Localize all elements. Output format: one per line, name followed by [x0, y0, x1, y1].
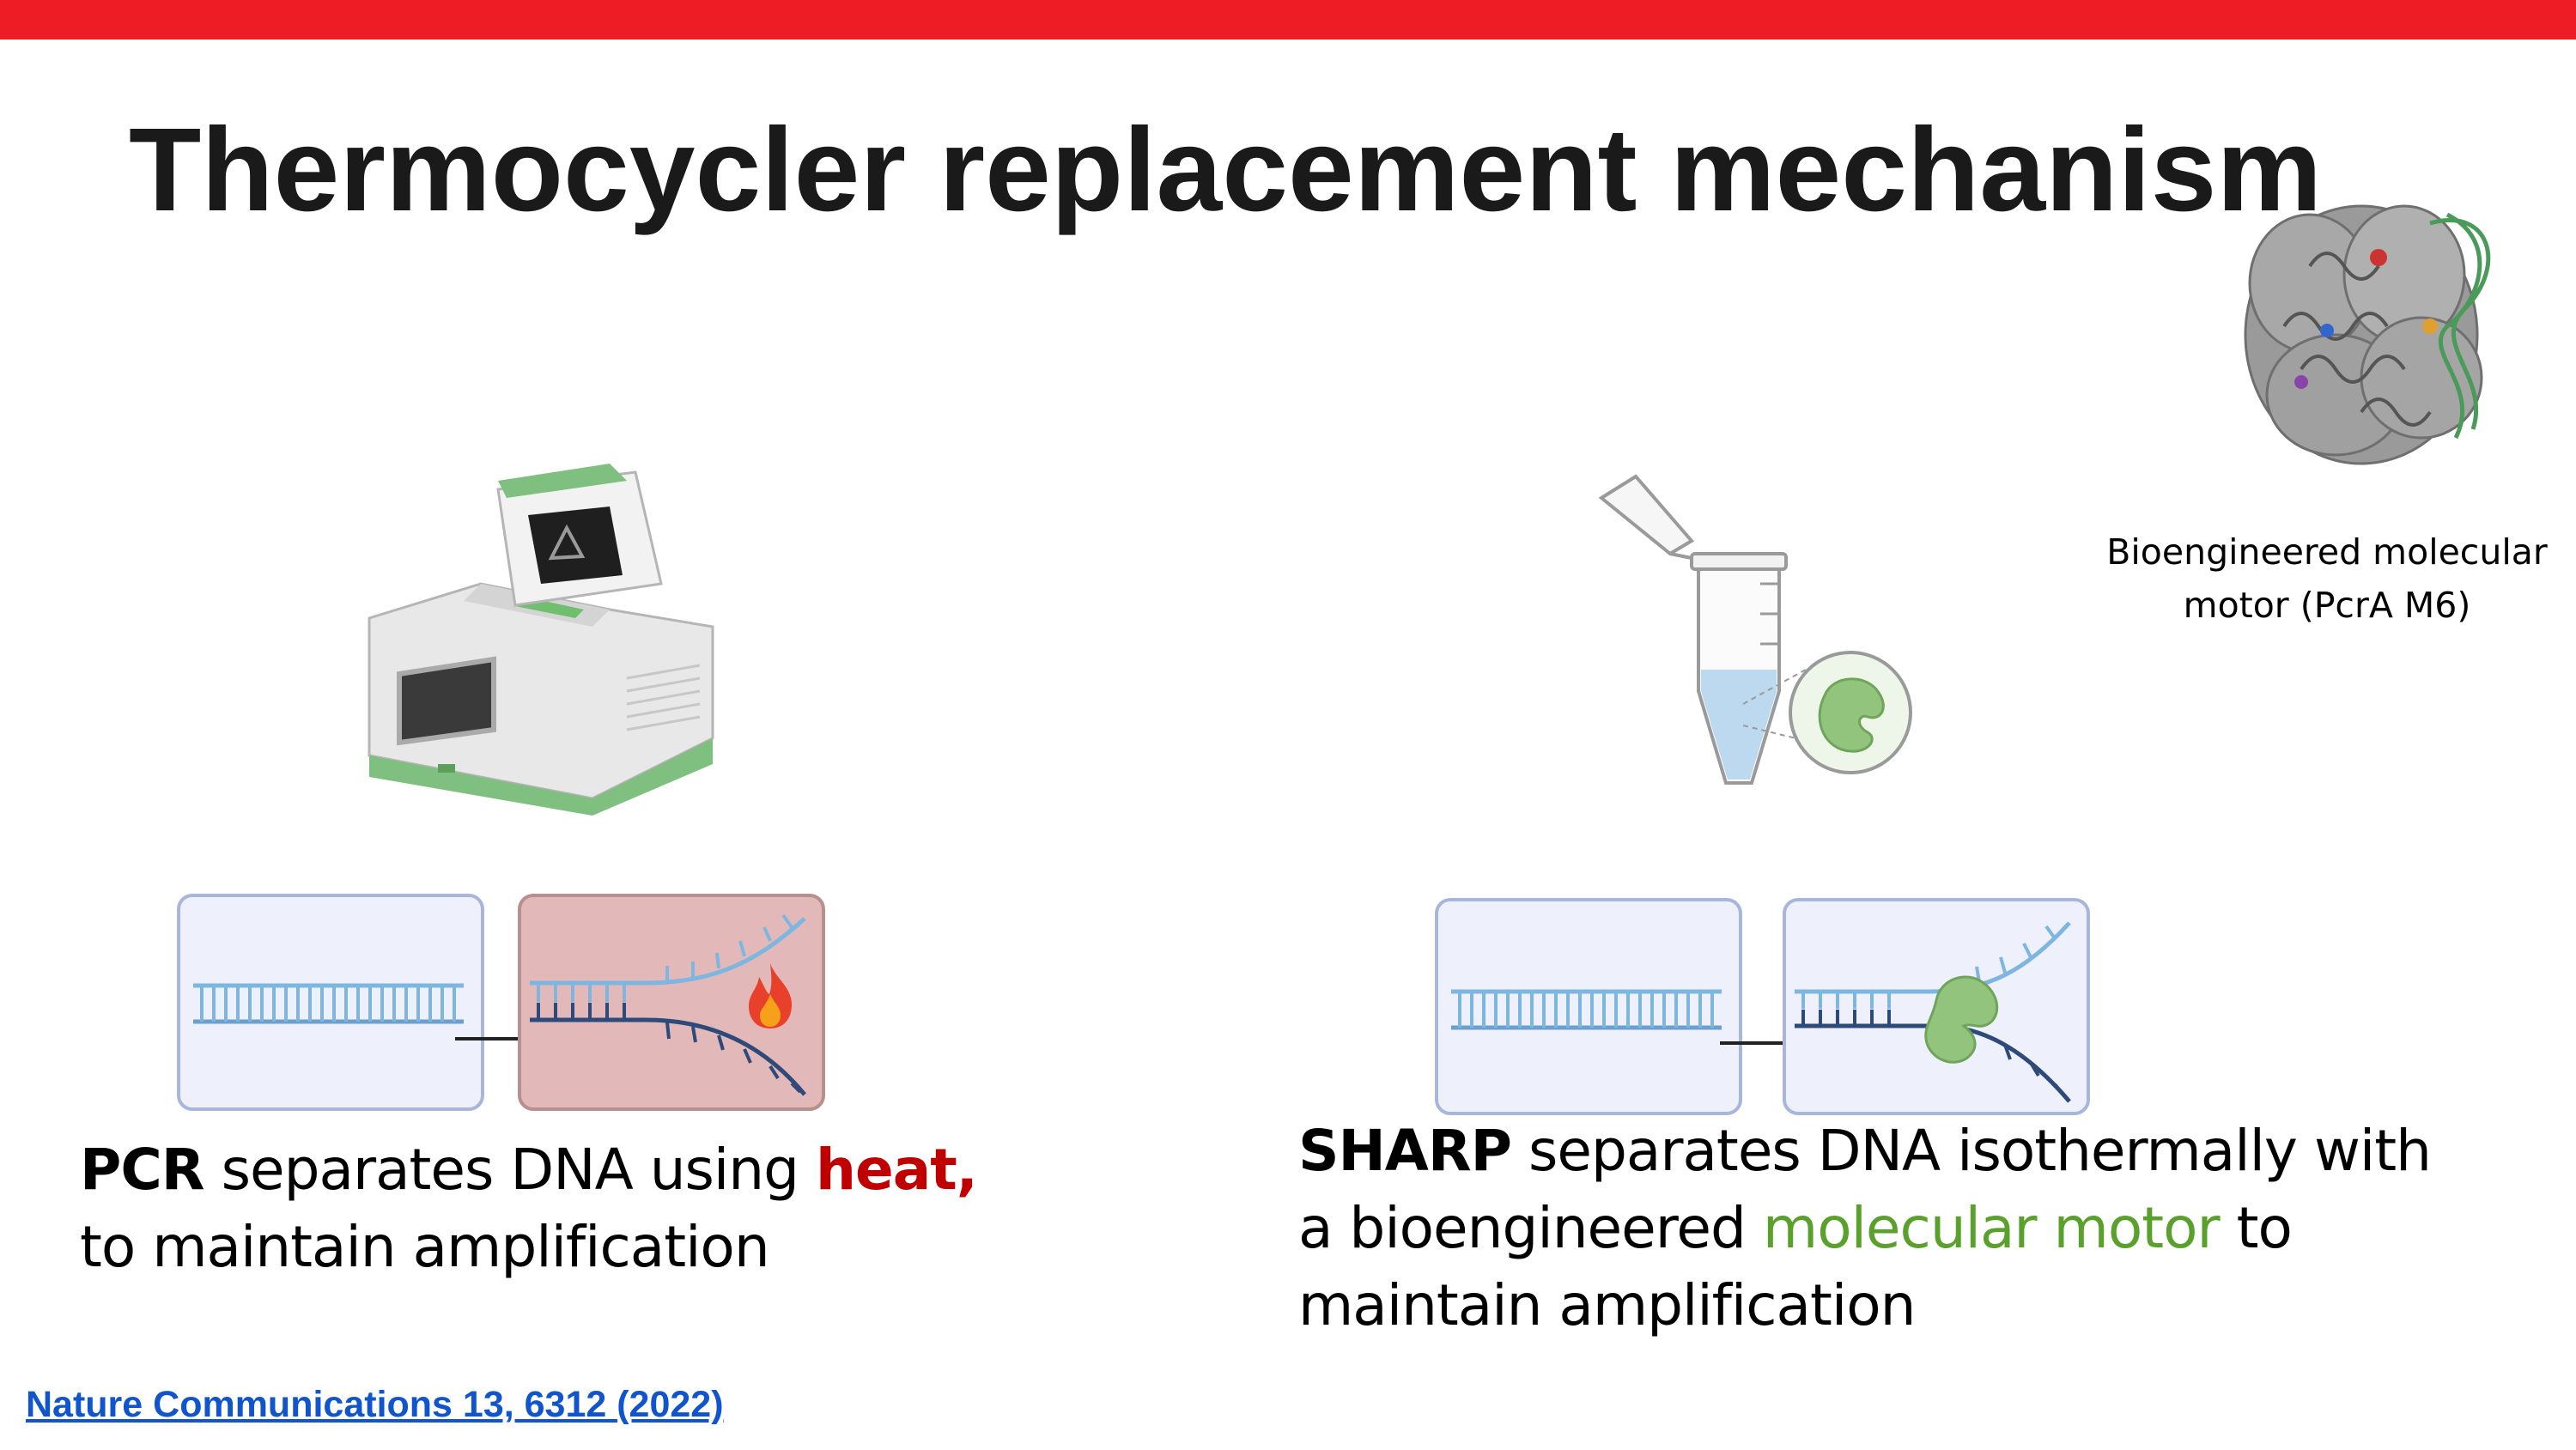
motor-label-line1: Bioengineered molecular — [2106, 531, 2548, 573]
motor-label-line2: motor (PcrA M6) — [2183, 585, 2471, 626]
top-accent-bar — [0, 0, 2576, 39]
sharp-caption-line2: a bioengineered molecular motor to — [1298, 1190, 2569, 1267]
slide-title: Thermocycler replacement mechanism — [129, 104, 2323, 236]
sharp-keyword: SHARP — [1298, 1118, 1512, 1184]
sharp-caption-line3: maintain amplification — [1298, 1272, 1916, 1338]
motor-label: Bioengineered molecular motor (PcrA M6) — [2078, 525, 2576, 632]
sharp-caption: SHARP separates DNA isothermally with a … — [1298, 1113, 2569, 1344]
flame-icon — [749, 963, 793, 1028]
pcr-caption-line1: PCR separates DNA using heat, — [80, 1131, 1239, 1209]
tube-icon — [1598, 474, 1814, 785]
sharp-motor-highlight: molecular motor — [1762, 1195, 2221, 1261]
protein-structure-icon — [2244, 204, 2491, 465]
pcr-heat-highlight: heat, — [815, 1137, 978, 1203]
pcr-text: separates DNA using — [204, 1137, 816, 1203]
pcr-caption: PCR separates DNA using heat, to maintai… — [80, 1131, 1239, 1286]
sharp-text-line2-before: a bioengineered — [1298, 1195, 1763, 1261]
sharp-text-line2-after: to — [2219, 1195, 2293, 1261]
thermocycler-icon — [368, 464, 714, 816]
sharp-caption-line1: SHARP separates DNA isothermally with — [1298, 1113, 2569, 1190]
dna-double-strand-icon — [177, 894, 484, 1111]
heat-separated-dna-icon — [518, 894, 825, 1111]
dna-double-strand-icon — [1435, 898, 1742, 1115]
reference-link[interactable]: Nature Communications 13, 6312 (2022) — [26, 1384, 724, 1425]
motor-separated-dna-icon — [1783, 898, 2090, 1115]
pcr-keyword: PCR — [80, 1137, 205, 1203]
sharp-text-line1: separates DNA isothermally with — [1511, 1118, 2432, 1184]
enzyme-icon — [1789, 651, 1912, 774]
pcr-caption-line2: to maintain amplification — [80, 1214, 770, 1280]
